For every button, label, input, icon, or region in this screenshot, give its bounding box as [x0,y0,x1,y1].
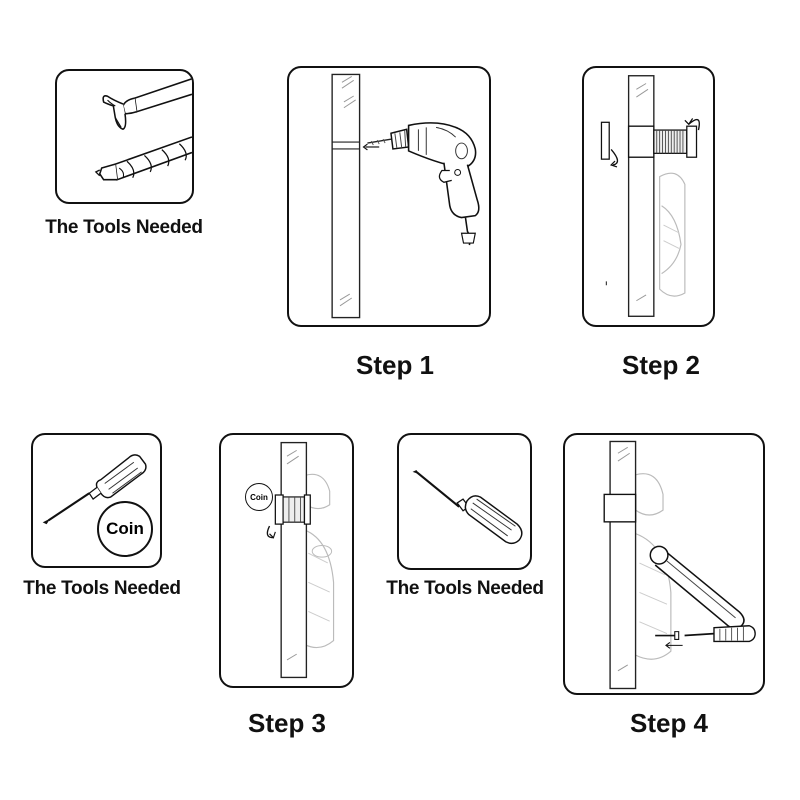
coin-small-label: Coin [250,492,268,502]
step-1-drilling-illustration [331,73,480,319]
screwdriver-illustration [412,469,523,545]
tools-caption-3: The Tools Needed [386,578,544,599]
step-3-coin-tighten-illustration [266,441,335,679]
tools-panel-3 [397,433,532,570]
coin-large: Coin [97,501,153,557]
coin-small: Coin [245,483,273,511]
step-2-caption: Step 2 [621,350,701,380]
screwdriver-and-coin-illustration [42,454,147,525]
step-1-caption: Step 1 [355,350,435,380]
step-4-panel [563,433,765,695]
coin-large-label: Coin [106,519,144,538]
tools-panel-2: Coin [31,433,162,568]
step-1-panel [287,66,491,327]
tools-panel-1 [55,69,194,204]
step-4-caption: Step 4 [629,708,709,738]
forstner-and-drill-bit-illustration [94,78,192,181]
step-3-caption: Step 3 [247,708,327,738]
step-2-fitting-illustration [600,75,700,317]
step-2-panel [582,66,715,327]
tools-caption-1: The Tools Needed [45,217,203,238]
step-3-panel: Coin [219,433,354,688]
tools-caption-2: The Tools Needed [23,578,181,599]
step-4-mounting-illustration [603,440,756,690]
